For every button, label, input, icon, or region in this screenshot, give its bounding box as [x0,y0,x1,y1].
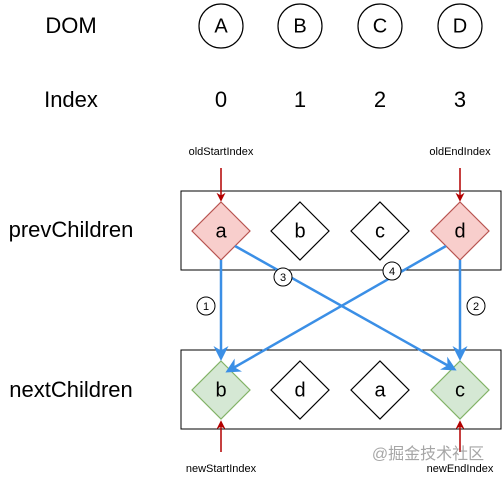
index-value: 1 [294,87,306,112]
prev-child-d: d [430,201,490,261]
dom-label: DOM [45,13,96,38]
comparison-arrow-4 [225,244,447,373]
next-children-label: nextChildren [9,377,133,402]
comparison-arrow-3 [234,244,457,371]
prev-child-label: c [375,220,385,242]
next-child-d: d [270,360,330,420]
watermark: @掘金技术社区 [372,445,484,463]
step-number: 2 [473,301,479,313]
old-start-index-label: oldStartIndex [189,146,254,158]
next-child-label: d [294,379,305,401]
dom-node-label: D [453,15,467,37]
index-value: 3 [454,87,466,112]
prev-children-label: prevChildren [9,217,134,242]
step-badge-3: 3 [273,267,293,287]
next-child-label: c [455,379,465,401]
step-number: 3 [280,272,286,284]
next-child-label: b [215,379,226,401]
new-start-index-label: newStartIndex [186,463,257,475]
dom-node-label: C [373,15,387,37]
step-badge-1: 1 [196,296,216,316]
step-badge-2: 2 [466,296,486,316]
dom-node-label: B [293,15,306,37]
step-number: 1 [203,301,209,313]
index-value: 2 [374,87,386,112]
dom-node-c: C [357,3,403,49]
dom-node-a: A [198,3,244,49]
step-badge-4: 4 [382,261,402,281]
prev-children-box [180,190,502,271]
next-child-b: b [191,360,251,420]
dom-node-b: B [277,3,323,49]
old-end-index-label: oldEndIndex [429,146,491,158]
next-child-label: a [374,379,386,401]
prev-child-b: b [270,201,330,261]
step-number: 4 [389,266,395,278]
next-child-c: c [430,360,490,420]
index-label: Index [44,87,98,112]
next-children-box [180,349,502,430]
dom-node-label: A [214,15,228,37]
prev-child-c: c [350,201,410,261]
prev-child-label: a [215,220,227,242]
dom-node-d: D [437,3,483,49]
next-child-a: a [350,360,410,420]
index-value: 0 [215,87,227,112]
prev-child-label: b [294,220,305,242]
new-end-index-label: newEndIndex [427,463,494,475]
prev-child-a: a [191,201,251,261]
prev-child-label: d [454,220,465,242]
